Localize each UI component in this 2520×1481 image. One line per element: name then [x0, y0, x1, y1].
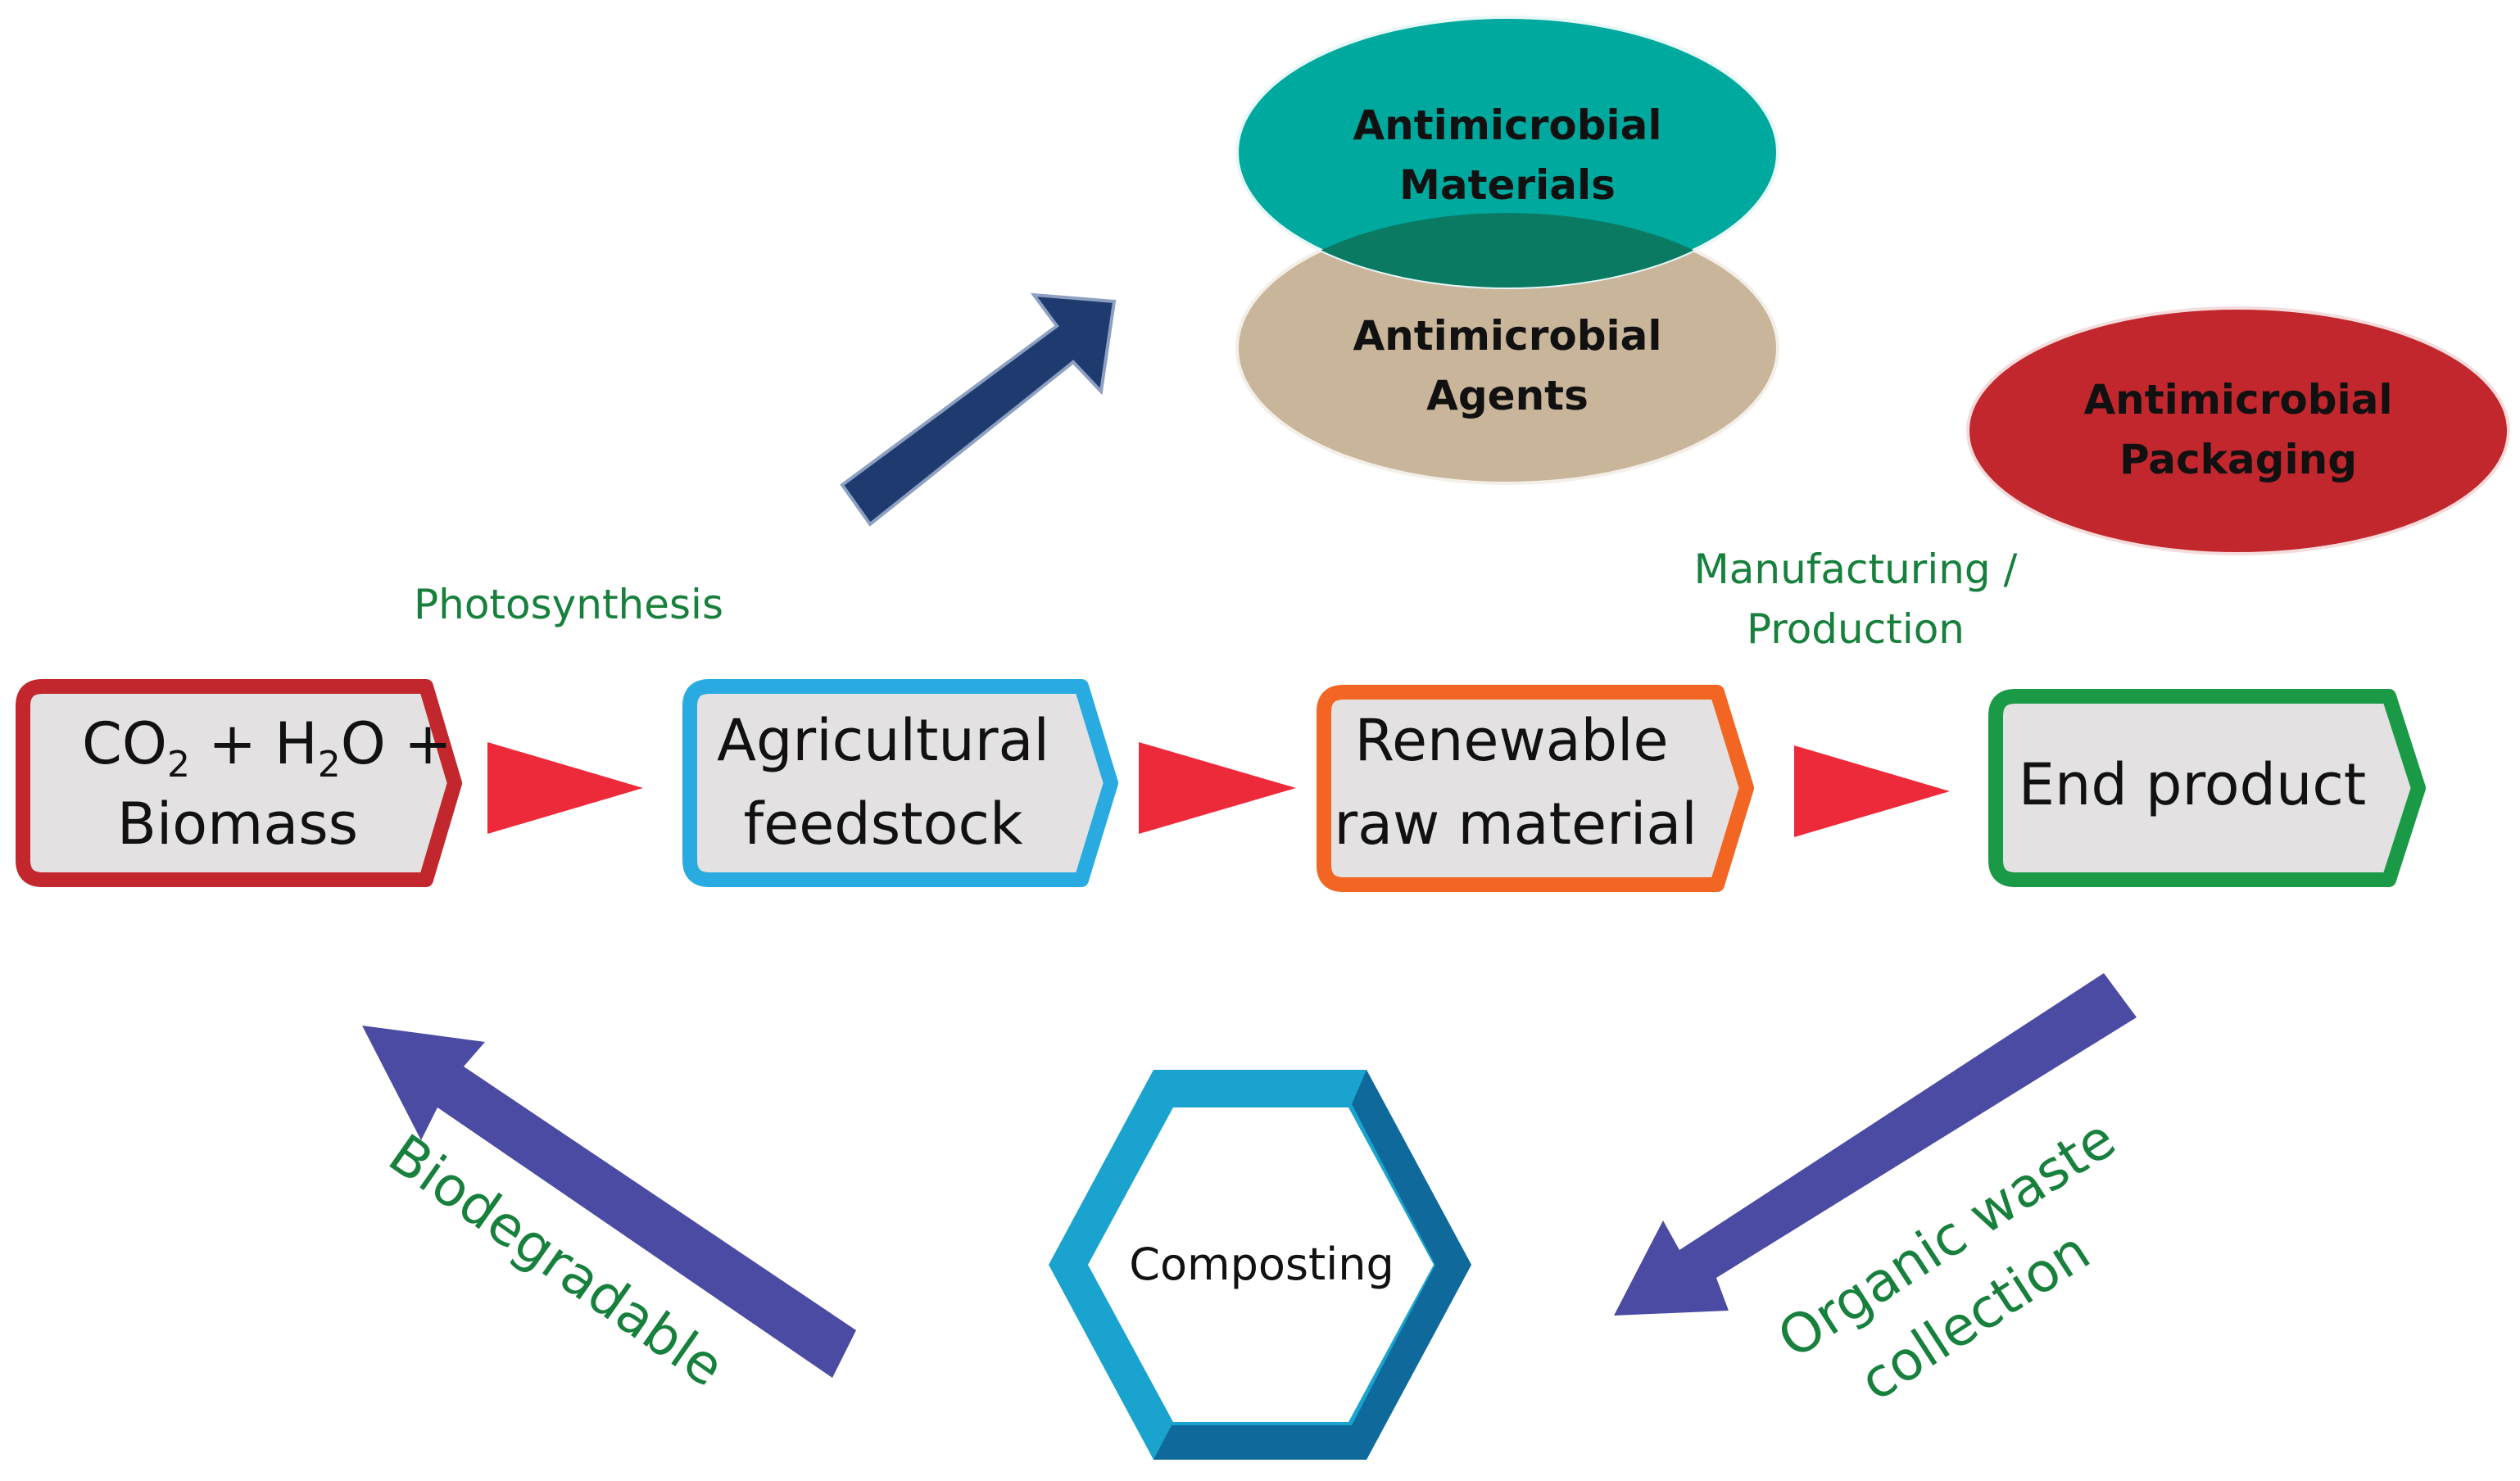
red-arrow-3 — [1794, 745, 1950, 837]
organic-waste-arrow — [1614, 973, 2137, 1316]
photosynthesis-label: Photosynthesis — [414, 581, 723, 628]
renewable-raw-material-step-box — [1317, 685, 1754, 892]
feedstock-label-line2: feedstock — [744, 790, 1023, 858]
materials-label-line2: Materials — [1399, 161, 1616, 209]
agents-label-line1: Antimicrobial — [1353, 312, 1661, 360]
composting-label: Composting — [1129, 1239, 1394, 1290]
end-product-label: End product — [2019, 751, 2367, 818]
packaging-label-line2: Packaging — [2119, 436, 2357, 483]
packaging-label-line1: Antimicrobial — [2083, 376, 2392, 423]
materials-label-line1: Antimicrobial — [1353, 102, 1661, 149]
navy-up-right-arrow — [840, 292, 1117, 527]
end-product-step-box — [1988, 689, 2426, 887]
agricultural-feedstock-step-box — [682, 679, 1118, 887]
raw-material-label-line2: raw material — [1334, 790, 1697, 858]
agents-label-line2: Agents — [1426, 372, 1589, 419]
biomass-label: Biomass — [117, 790, 358, 858]
manufacturing-label-line2: Production — [1747, 605, 1965, 653]
biodegradable-arrow — [362, 1026, 856, 1378]
red-arrow-2 — [1139, 742, 1296, 834]
biomass-step-box — [16, 679, 462, 887]
manufacturing-label-line1: Manufacturing / — [1694, 546, 2018, 593]
antimicrobial-packaging-oval — [1966, 306, 2510, 555]
feedstock-label-line1: Agricultural — [717, 707, 1049, 774]
raw-material-label-line1: Renewable — [1354, 707, 1668, 774]
red-arrow-1 — [487, 742, 643, 834]
composting-hexagon — [1049, 1070, 1471, 1460]
biomass-formula: CO2 + H2O + — [82, 710, 452, 786]
